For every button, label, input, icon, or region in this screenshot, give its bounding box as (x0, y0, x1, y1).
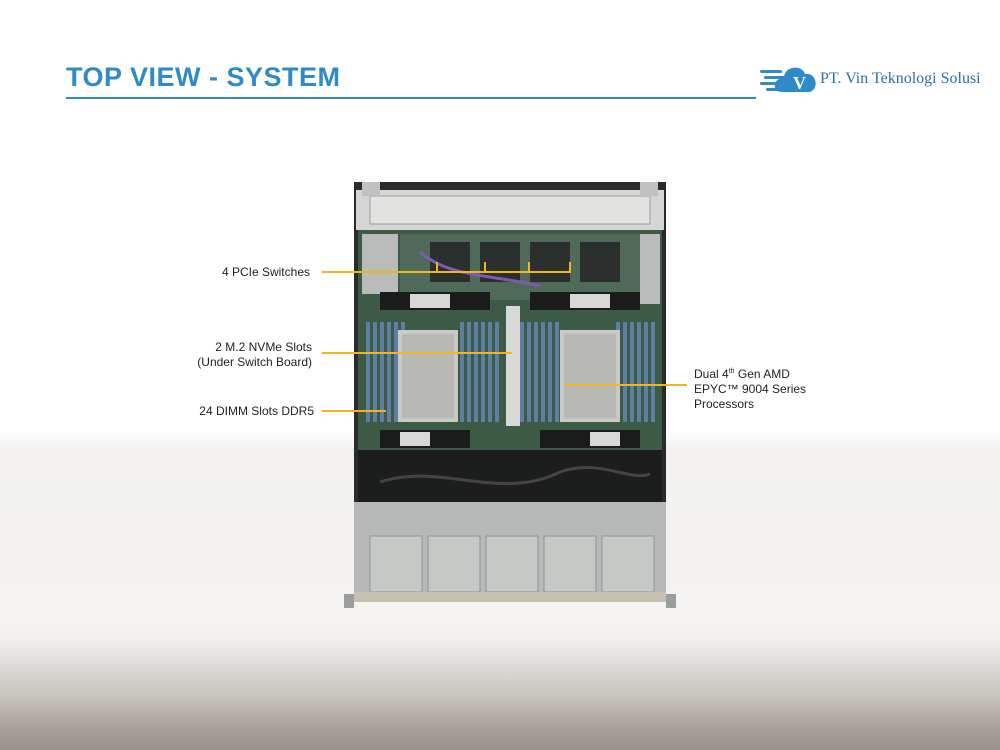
pcie-leader-tick (436, 262, 438, 272)
cpu-leader-line (565, 384, 687, 386)
callout-cpu-line2: EPYC™ 9004 Series (694, 382, 807, 396)
dimm-leader-line (322, 410, 386, 412)
callout-m2-nvme-slots: 2 M.2 NVMe Slots (Under Switch Board) (197, 340, 312, 370)
cloud-logo-icon: V (760, 67, 816, 93)
title-underline (66, 97, 756, 99)
pcie-leader-tick (569, 262, 571, 272)
brand-name: PT. Vin Teknologi Solusi (820, 70, 981, 87)
callout-pcie-switches: 4 PCIe Switches (221, 265, 310, 279)
m2-leader-line (322, 352, 512, 354)
callout-cpu-line3: Processors (694, 397, 755, 411)
server-top-view-image (344, 182, 676, 608)
callout-processors: Dual 4th Gen AMD EPYC™ 9004 Series Proce… (694, 367, 806, 412)
floor-shadow (0, 640, 1000, 750)
pcie-leader-line (322, 271, 571, 273)
callout-m2-line1: 2 M.2 NVMe Slots (215, 340, 312, 354)
callout-m2-line2: (Under Switch Board) (197, 355, 312, 369)
pcie-leader-tick (484, 262, 486, 272)
logo-letter: V (793, 73, 806, 93)
pcie-leader-tick (528, 262, 530, 272)
page-title: TOP VIEW - SYSTEM (66, 62, 341, 92)
callout-cpu-line1: Dual 4th Gen AMD (694, 367, 790, 381)
callout-dimm-slots: 24 DIMM Slots DDR5 (199, 404, 314, 418)
